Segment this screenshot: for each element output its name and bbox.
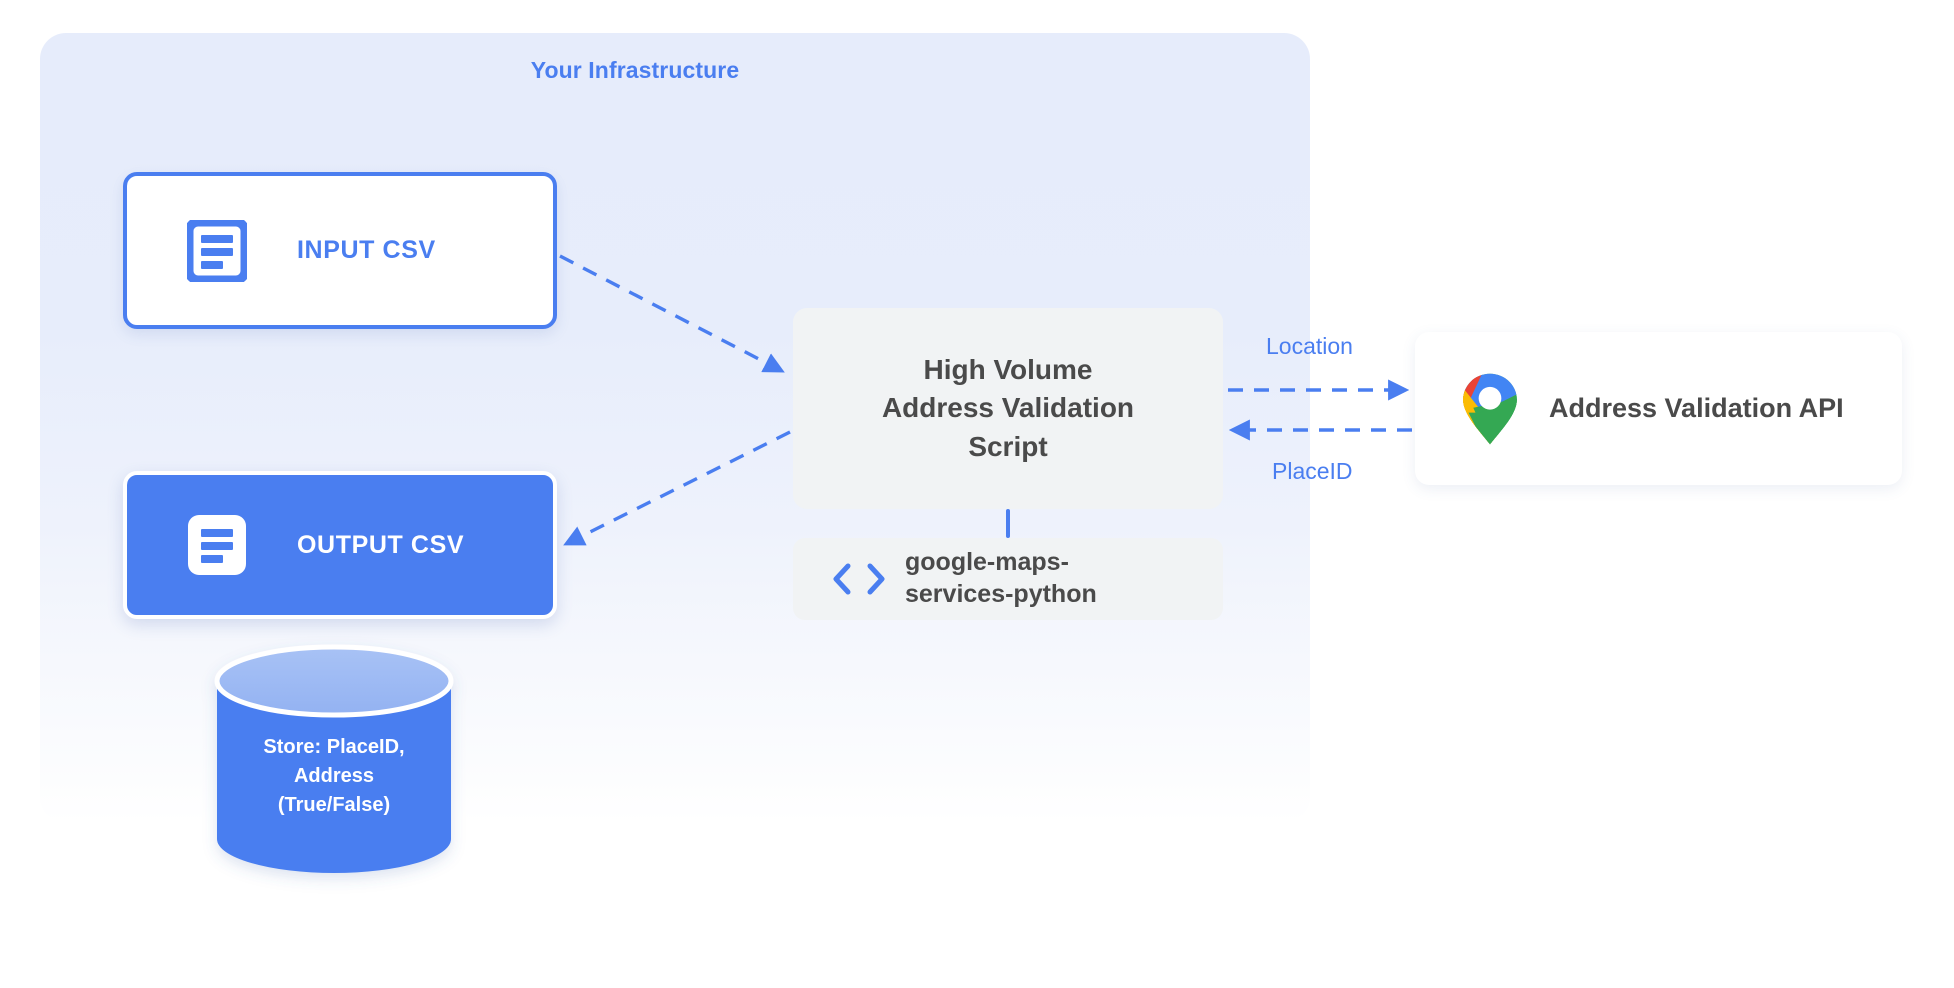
node-database[interactable]: Store: PlaceID, Address (True/False) bbox=[213, 644, 455, 875]
node-api-label: Address Validation API bbox=[1549, 393, 1844, 423]
node-output-csv[interactable]: OUTPUT CSV bbox=[123, 471, 557, 619]
infrastructure-title: Your Infrastructure bbox=[530, 57, 740, 83]
node-script[interactable]: High Volume Address Validation Script bbox=[793, 308, 1223, 509]
database-cylinder-icon bbox=[214, 644, 454, 873]
code-icon bbox=[833, 563, 885, 595]
node-library-label: google-maps- services-python bbox=[905, 548, 1097, 608]
document-icon bbox=[188, 515, 246, 575]
node-input-csv-label: INPUT CSV bbox=[297, 236, 436, 264]
node-library[interactable]: google-maps- services-python bbox=[793, 538, 1223, 620]
edge-label-location: Location bbox=[1266, 333, 1353, 359]
edge-script-to-library bbox=[1006, 509, 1010, 538]
node-script-label: High Volume Address Validation Script bbox=[881, 354, 1135, 462]
node-output-csv-label: OUTPUT CSV bbox=[297, 530, 465, 559]
node-input-csv[interactable]: INPUT CSV bbox=[123, 172, 557, 329]
node-address-validation-api[interactable]: Address Validation API bbox=[1415, 332, 1902, 485]
edge-label-placeid: PlaceID bbox=[1272, 458, 1353, 484]
document-icon bbox=[187, 219, 247, 282]
google-maps-pin-icon bbox=[1463, 373, 1517, 444]
